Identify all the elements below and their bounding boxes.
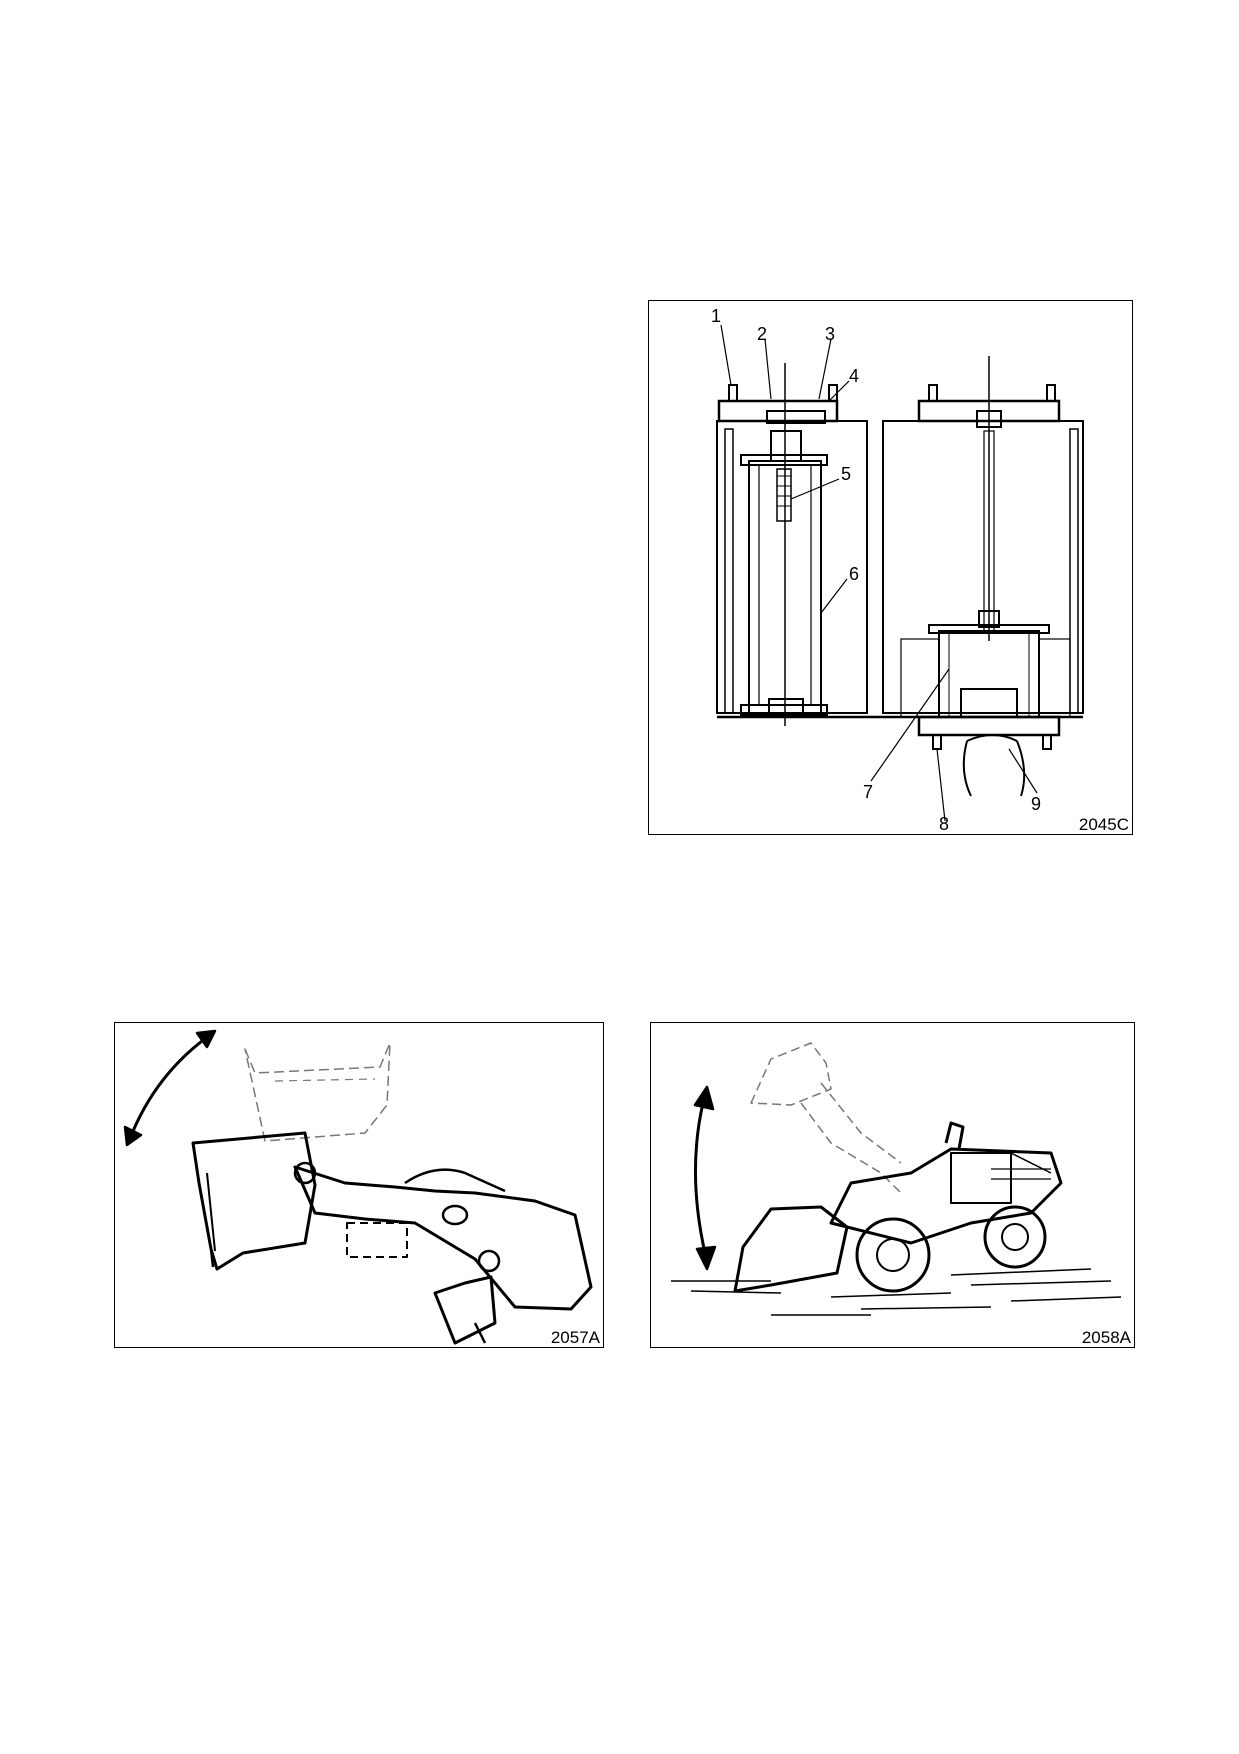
loader-lift-drawing bbox=[671, 1042, 1122, 1316]
bucket-tilt-drawing bbox=[123, 1029, 593, 1345]
callout-1: 1 bbox=[711, 306, 722, 326]
figure-bucket-tilt: 2057A bbox=[114, 1022, 604, 1348]
figure-filter-housing: 1 2 3 4 5 6 7 8 9 2045C bbox=[648, 300, 1133, 835]
figure-code: 2057A bbox=[549, 1328, 601, 1347]
callout-7: 7 bbox=[863, 782, 874, 802]
figure-code: 2045C bbox=[1077, 815, 1130, 834]
figure-code: 2058A bbox=[1080, 1328, 1132, 1347]
callout-9: 9 bbox=[1031, 794, 1042, 814]
callout-4: 4 bbox=[849, 366, 860, 386]
callout-6: 6 bbox=[849, 564, 860, 584]
figure-loader-lift: 2058A bbox=[650, 1022, 1135, 1348]
callout-5: 5 bbox=[841, 464, 852, 484]
callout-2: 2 bbox=[757, 324, 768, 344]
callout-8: 8 bbox=[939, 814, 950, 834]
filter-housing-drawing bbox=[716, 324, 1084, 822]
callout-3: 3 bbox=[825, 324, 836, 344]
